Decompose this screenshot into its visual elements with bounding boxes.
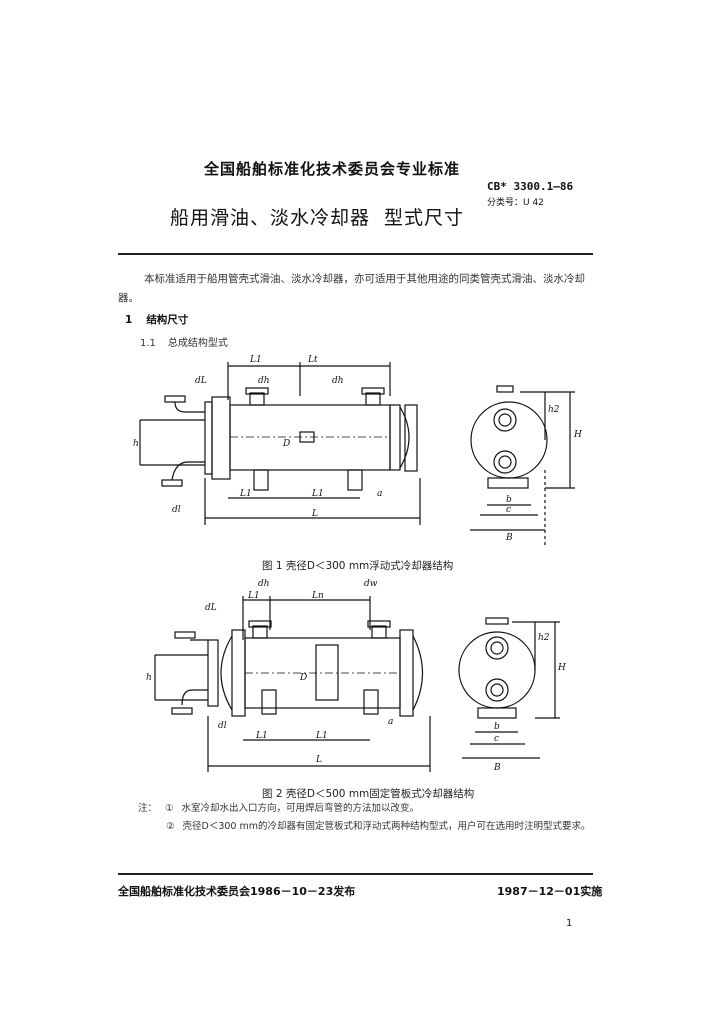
label-l1-bottom: L1 bbox=[239, 489, 252, 499]
label-dh-2: dh bbox=[332, 376, 344, 386]
figure-1-drawing: dL dh dh L1 Lt h D L1 L1 a L dl h2 H b c… bbox=[133, 355, 582, 545]
issue-date: 全国船舶标准化技术委员会1986－10－23发布 bbox=[118, 885, 356, 898]
note-1-marker: ① bbox=[165, 803, 174, 814]
label-h2: h2 bbox=[548, 405, 560, 415]
label-b: b bbox=[506, 495, 512, 505]
label-dl-top: dL bbox=[205, 603, 217, 613]
label-c: c bbox=[506, 505, 511, 515]
label-b-total: B bbox=[505, 533, 513, 543]
label-d: D bbox=[282, 439, 290, 449]
label-h-total: H bbox=[557, 663, 566, 673]
section-1-1-heading: 1.1 总成结构型式 bbox=[140, 334, 228, 349]
label-dl: dL bbox=[195, 376, 207, 386]
label-dl-lower: dl bbox=[218, 721, 227, 731]
label-lt-bottom: L1 bbox=[315, 731, 328, 741]
figure-1-caption: 图 1 壳径D＜300 mm浮动式冷却器结构 bbox=[262, 560, 454, 572]
note-1: 注： ① 水室冷却水出入口方向，可用焊后弯管的方法加以改变。 bbox=[138, 800, 419, 814]
section-1-heading: 1 结构尺寸 bbox=[125, 312, 188, 327]
section-title: 结构尺寸 bbox=[146, 314, 189, 326]
title-sub: 型式尺寸 bbox=[384, 207, 465, 229]
label-l: L bbox=[311, 509, 318, 519]
note-1-text: 水室冷却水出入口方向，可用焊后弯管的方法加以改变。 bbox=[181, 803, 420, 814]
label-dh: dh bbox=[258, 376, 270, 386]
label-lt-bottom: L1 bbox=[311, 489, 324, 499]
label-b-total: B bbox=[493, 763, 501, 773]
label-a: a bbox=[388, 717, 393, 727]
issuing-organization: 全国船舶标准化技术委员会专业标准 bbox=[204, 160, 461, 178]
note-label: 注： bbox=[138, 803, 158, 814]
note-2-marker: ② bbox=[166, 821, 175, 832]
standard-code: CB* 3300.1—86 bbox=[487, 180, 574, 193]
label-l: L bbox=[315, 755, 322, 765]
label-d: D bbox=[299, 673, 307, 683]
label-h-total: H bbox=[573, 430, 582, 440]
label-l1-top: L1 bbox=[247, 591, 260, 601]
label-b: b bbox=[494, 722, 500, 732]
figure-2-caption: 图 2 壳径D＜500 mm固定管板式冷却器结构 bbox=[262, 788, 475, 800]
label-dh: dh bbox=[258, 579, 270, 589]
label-dw: dw bbox=[364, 579, 378, 589]
label-h: h bbox=[133, 439, 139, 449]
label-l1-bottom: L1 bbox=[255, 731, 268, 741]
label-h: h bbox=[146, 673, 152, 683]
footer-divider bbox=[118, 873, 593, 875]
classification-number: 分类号：U 42 bbox=[487, 198, 544, 208]
effective-date: 1987－12－01实施 bbox=[497, 885, 603, 898]
label-lt-top: Lt bbox=[307, 355, 318, 365]
note-2-text: 壳径D＜300 mm的冷却器有固定管板式和浮动式两种结构型式，用户可在选用时注明… bbox=[182, 821, 591, 832]
label-l1-top: L1 bbox=[249, 355, 262, 365]
label-dl-lower: dl bbox=[172, 505, 181, 515]
note-2: ② 壳径D＜300 mm的冷却器有固定管板式和浮动式两种结构型式，用户可在选用时注… bbox=[166, 818, 591, 832]
intro-paragraph: 本标准适用于船用管壳式滑油、淡水冷却器，亦可适用于其他用途的同类管壳式滑油、淡水… bbox=[118, 273, 585, 304]
label-ln-top: Ln bbox=[311, 591, 324, 601]
section-number: 1.1 bbox=[140, 338, 156, 349]
label-a: a bbox=[377, 489, 382, 499]
header-divider bbox=[118, 253, 593, 255]
label-c: c bbox=[494, 734, 499, 744]
title-main: 船用滑油、淡水冷却器 bbox=[170, 207, 371, 229]
page-number: 1 bbox=[566, 918, 573, 929]
section-number: 1 bbox=[125, 314, 133, 326]
section-title: 总成结构型式 bbox=[167, 338, 228, 349]
figure-2-drawing: dh dw dL L1 Ln h D L1 L1 a L dl h2 H b c… bbox=[146, 579, 566, 773]
label-h2: h2 bbox=[538, 633, 550, 643]
document-title: 船用滑油、淡水冷却器型式尺寸 bbox=[170, 203, 464, 230]
